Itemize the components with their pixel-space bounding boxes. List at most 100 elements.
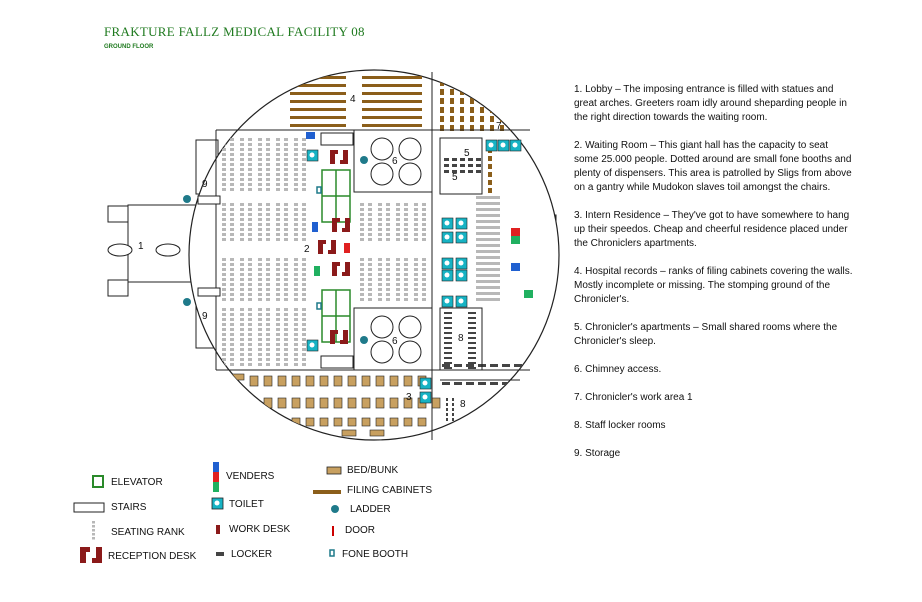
legend-item-intern-residence: 3. Intern Residence – They've got to hav… bbox=[574, 210, 850, 249]
key-stairs-symbol bbox=[73, 502, 105, 513]
seat bbox=[284, 158, 288, 161]
seat bbox=[266, 313, 270, 316]
seat bbox=[248, 178, 252, 181]
bunk bbox=[277, 375, 287, 387]
filing-cabinet bbox=[290, 108, 346, 111]
seat bbox=[404, 238, 408, 241]
filing-cabinet bbox=[470, 125, 474, 131]
bunk bbox=[305, 375, 315, 387]
locker bbox=[444, 312, 452, 314]
locker bbox=[468, 342, 476, 344]
seat bbox=[476, 298, 500, 301]
seat bbox=[258, 263, 262, 266]
filing-cabinet bbox=[362, 108, 422, 111]
locker bbox=[468, 317, 476, 319]
seat bbox=[404, 293, 408, 296]
bunk bbox=[277, 397, 287, 409]
seat bbox=[240, 343, 244, 346]
seat bbox=[476, 208, 500, 211]
bunk bbox=[369, 429, 385, 437]
key-toilet-symbol bbox=[211, 497, 224, 510]
key-label-elevator: ELEVATOR bbox=[111, 477, 163, 488]
seat bbox=[276, 318, 280, 321]
seat bbox=[294, 323, 298, 326]
seat bbox=[414, 203, 418, 206]
seat bbox=[302, 173, 306, 176]
seat bbox=[266, 148, 270, 151]
seat bbox=[230, 178, 234, 181]
seat bbox=[368, 218, 372, 221]
key-label-bed-bunk: BED/BUNK bbox=[347, 465, 399, 476]
seat bbox=[386, 238, 390, 241]
seat bbox=[258, 208, 262, 211]
filing-cabinet bbox=[470, 89, 474, 95]
bunk bbox=[403, 375, 413, 387]
seat bbox=[258, 148, 262, 151]
seat bbox=[396, 263, 400, 266]
seat bbox=[284, 333, 288, 336]
seat bbox=[302, 358, 306, 361]
seat bbox=[240, 138, 244, 141]
seat bbox=[276, 218, 280, 221]
seat bbox=[266, 278, 270, 281]
seat bbox=[258, 178, 262, 181]
seat bbox=[276, 273, 280, 276]
seat bbox=[294, 233, 298, 236]
seat bbox=[294, 238, 298, 241]
reception-desk-part bbox=[335, 150, 338, 154]
seat bbox=[368, 258, 372, 261]
seat bbox=[222, 148, 226, 151]
seat bbox=[240, 358, 244, 361]
seat bbox=[302, 263, 306, 266]
ladders bbox=[183, 156, 368, 344]
seat bbox=[302, 238, 306, 241]
seat bbox=[294, 283, 298, 286]
seat bbox=[230, 258, 234, 261]
seat bbox=[276, 348, 280, 351]
seat bbox=[378, 203, 382, 206]
seat bbox=[302, 343, 306, 346]
seat bbox=[386, 228, 390, 231]
seat bbox=[302, 313, 306, 316]
filing-cabinet bbox=[470, 116, 474, 122]
key-label-seating-rank: SEATING RANK bbox=[111, 527, 185, 538]
locker bbox=[452, 170, 457, 173]
seat bbox=[476, 244, 500, 247]
seat bbox=[368, 298, 372, 301]
seat bbox=[294, 343, 298, 346]
filing-cabinet bbox=[490, 89, 494, 95]
seat bbox=[404, 298, 408, 301]
seat bbox=[240, 273, 244, 276]
seat bbox=[230, 363, 234, 366]
seat bbox=[368, 228, 372, 231]
seat bbox=[396, 203, 400, 206]
locker bbox=[452, 413, 454, 416]
filing-cabinet bbox=[450, 98, 454, 104]
seat bbox=[476, 262, 500, 265]
seat bbox=[248, 258, 252, 261]
seat bbox=[422, 263, 426, 266]
seat bbox=[284, 208, 288, 211]
filing-cabinet bbox=[500, 80, 504, 86]
seat bbox=[258, 173, 262, 176]
seat bbox=[276, 323, 280, 326]
seat bbox=[258, 268, 262, 271]
seat bbox=[414, 263, 418, 266]
seat bbox=[222, 333, 226, 336]
seat bbox=[240, 283, 244, 286]
filing-cabinet bbox=[480, 125, 484, 131]
seat bbox=[222, 208, 226, 211]
seat bbox=[378, 238, 382, 241]
seat bbox=[284, 203, 288, 206]
seat bbox=[276, 153, 280, 156]
locker bbox=[514, 364, 522, 367]
reception-desk-part bbox=[330, 150, 335, 164]
seat bbox=[230, 338, 234, 341]
bunk bbox=[347, 397, 357, 409]
seat bbox=[222, 163, 226, 166]
room-number-lobby: 1 bbox=[138, 241, 144, 252]
seat bbox=[386, 288, 390, 291]
seat bbox=[294, 313, 298, 316]
seat bbox=[284, 268, 288, 271]
filing-cabinet bbox=[440, 107, 444, 113]
